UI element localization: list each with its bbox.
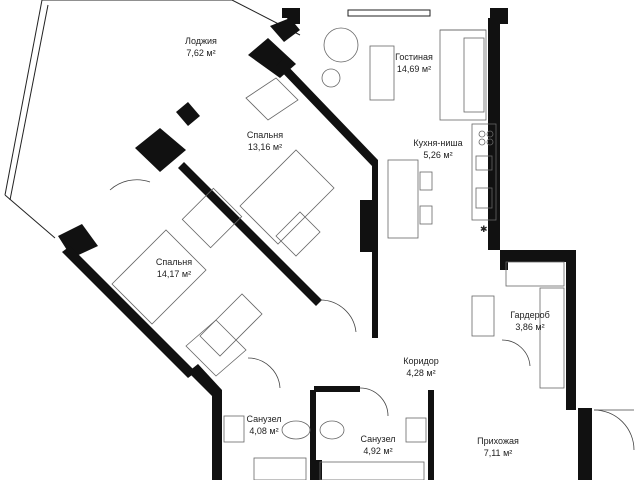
room-name-hall: Прихожая: [477, 436, 519, 446]
bathroom-furniture: [223, 415, 427, 480]
living-furniture: [321, 27, 487, 121]
wardrobe-furniture: [471, 261, 565, 389]
room-area-bedroom1: 13,16 м²: [248, 142, 282, 152]
room-name-bathroom2: Санузел: [360, 434, 395, 444]
room-area-hall: 7,11 м²: [484, 448, 513, 458]
room-labels: Лоджия 7,62 м² Гостиная 14,69 м² Спальня…: [156, 36, 550, 458]
room-name-loggia: Лоджия: [185, 36, 217, 46]
bedroom1-furniture: [239, 77, 335, 257]
room-area-bathroom1: 4,08 м²: [249, 426, 278, 436]
kitchen-furniture: ✱: [387, 123, 497, 239]
room-area-corridor: 4,28 м²: [406, 368, 435, 378]
room-name-bedroom1: Спальня: [247, 130, 283, 140]
room-name-living: Гостиная: [395, 52, 433, 62]
loggia-outline: [4, 0, 301, 239]
bedroom2-furniture: [111, 187, 263, 377]
room-area-living: 14,69 м²: [397, 64, 431, 74]
room-name-kitchen: Кухня-ниша: [413, 138, 462, 148]
room-name-corridor: Коридор: [403, 356, 439, 366]
room-name-wardrobe: Гардероб: [510, 310, 550, 320]
walls: [58, 8, 592, 480]
room-area-wardrobe: 3,86 м²: [515, 322, 544, 332]
room-name-bathroom1: Санузел: [246, 414, 281, 424]
room-area-loggia: 7,62 м²: [186, 48, 215, 58]
room-name-bedroom2: Спальня: [156, 257, 192, 267]
room-area-bedroom2: 14,17 м²: [157, 269, 191, 279]
snowflake-icon: ✱: [480, 224, 488, 234]
doors: [109, 179, 635, 451]
room-area-kitchen: 5,26 м²: [423, 150, 452, 160]
room-area-bathroom2: 4,92 м²: [363, 446, 392, 456]
